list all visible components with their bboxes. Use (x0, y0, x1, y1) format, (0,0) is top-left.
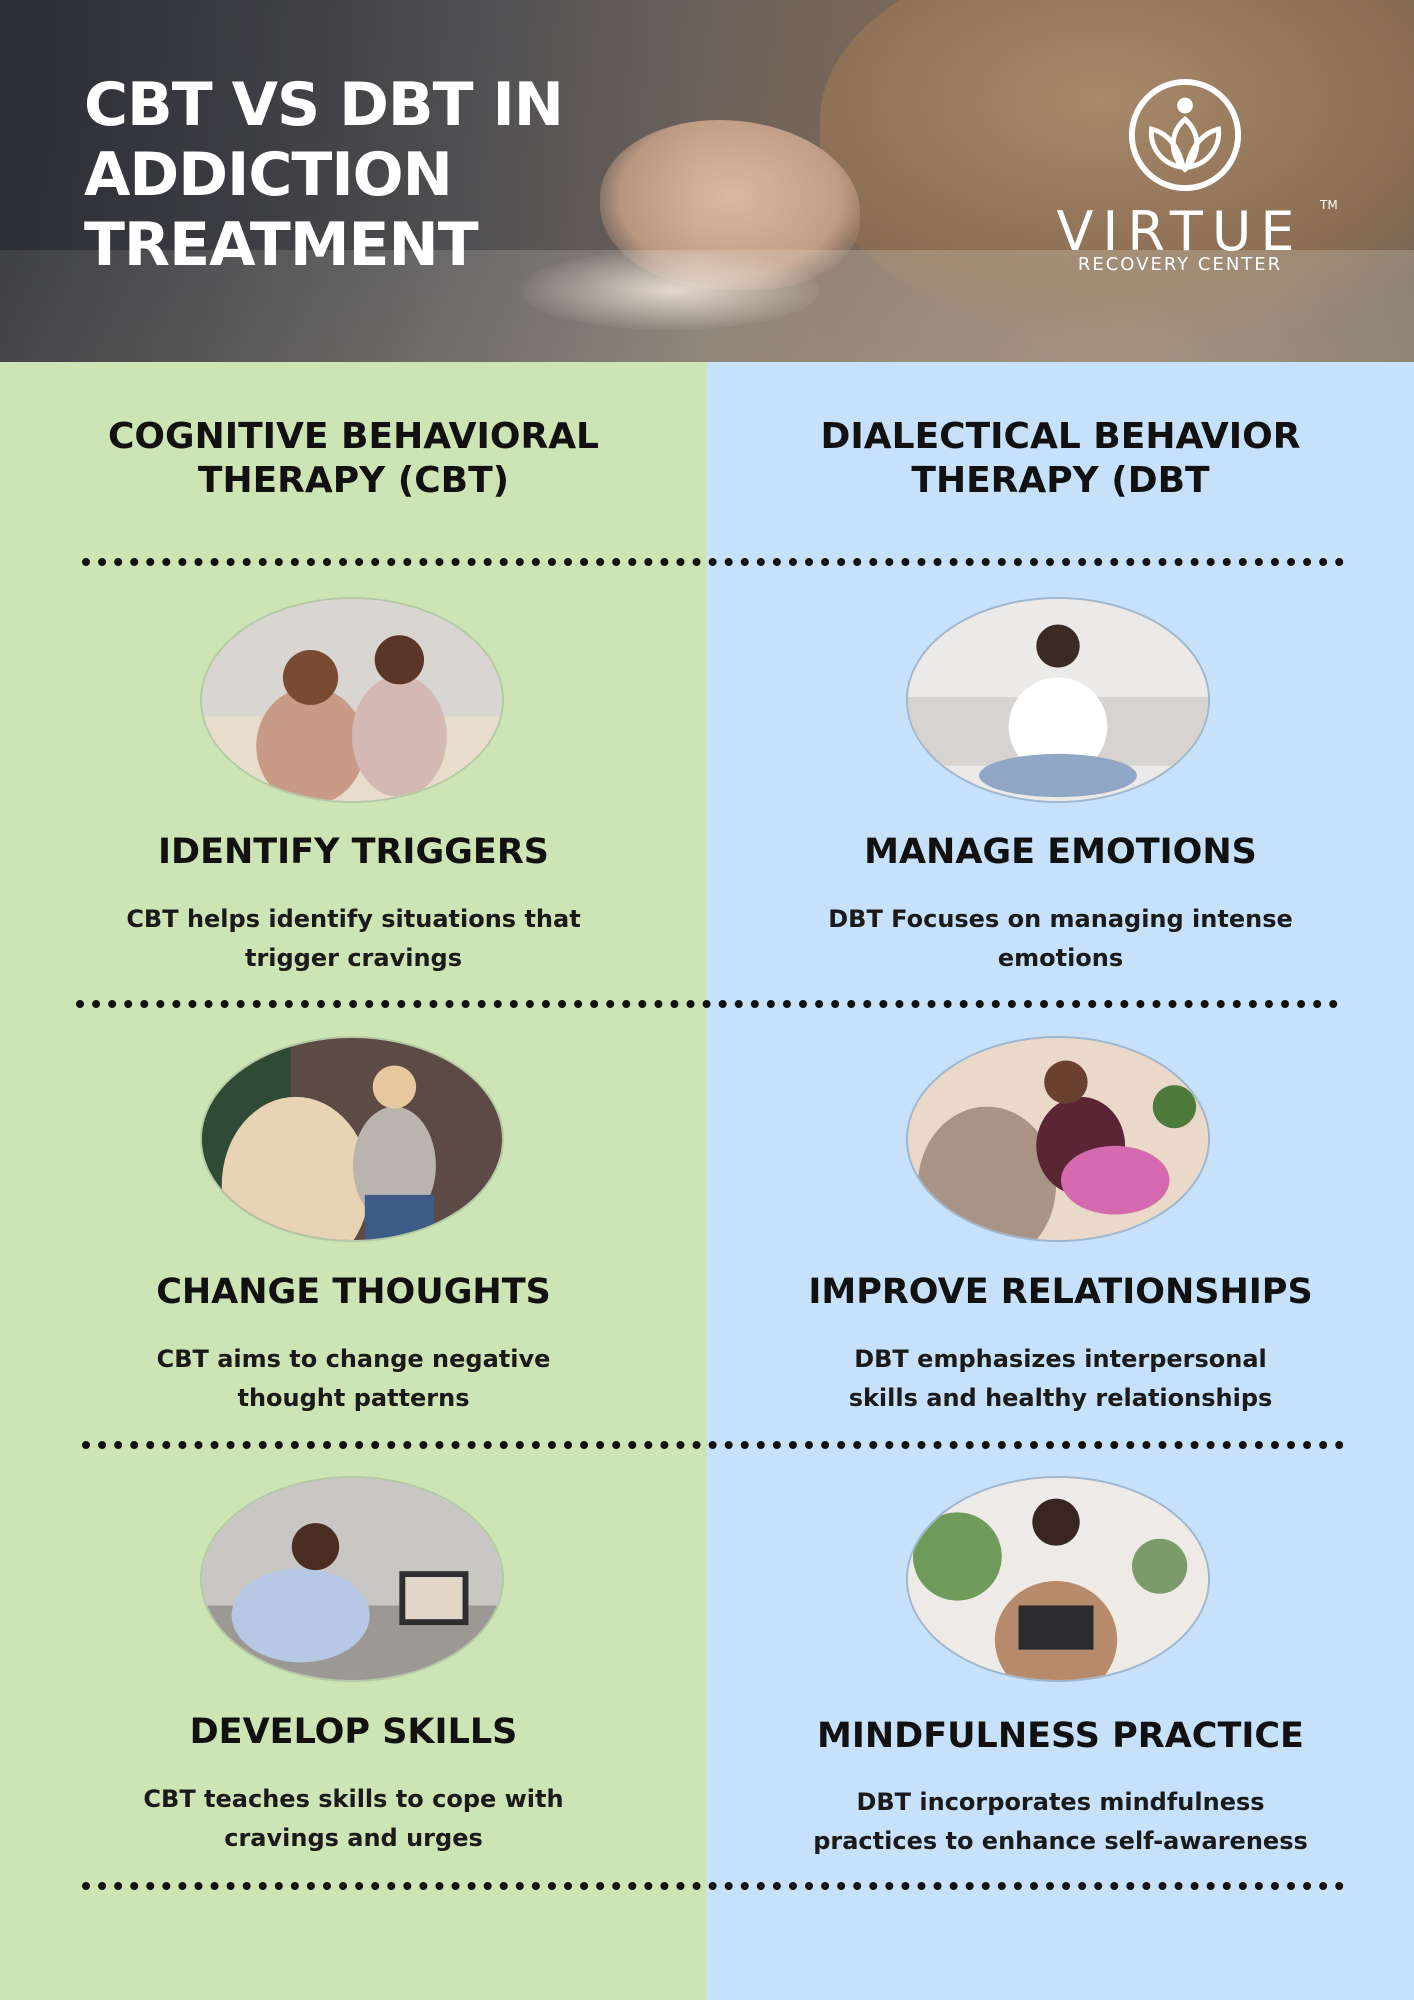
brand-subtitle: RECOVERY CENTER (1077, 254, 1283, 275)
cbt-heading-line-2: THERAPY (CBT) (197, 460, 510, 501)
cbt-item-3-desc-line-2: cravings and urges (224, 1824, 483, 1852)
cbt-item-1-desc-line-1: CBT helps identify situations that (126, 905, 581, 933)
online-therapy-photo (200, 1476, 504, 1682)
header-banner: CBT VS DBT IN ADDICTION TREATMENT VIRTUE… (0, 0, 1414, 362)
brand-name: VIRTUE (1056, 200, 1304, 263)
dbt-item-3-description: DBT incorporates mindfulness practices t… (707, 1783, 1414, 1861)
page-title: CBT VS DBT IN ADDICTION TREATMENT (84, 70, 644, 280)
embrace-photo (906, 1036, 1210, 1242)
dotted-divider (82, 1882, 1344, 1890)
header-shade (0, 0, 700, 362)
dotted-divider (76, 1000, 1338, 1008)
title-line-2: ADDICTION (84, 140, 453, 210)
dotted-divider (82, 558, 1344, 566)
dbt-heading-line-1: DIALECTICAL BEHAVIOR (820, 416, 1301, 457)
meditation-photo (906, 597, 1210, 803)
cbt-item-2-description: CBT aims to change negative thought patt… (0, 1340, 707, 1418)
title-line-1: CBT VS DBT IN (84, 70, 564, 140)
cbt-item-3-description: CBT teaches skills to cope with cravings… (0, 1780, 707, 1858)
counseling-session-photo (200, 597, 504, 803)
dbt-heading: DIALECTICAL BEHAVIOR THERAPY (DBT (707, 415, 1414, 503)
dbt-heading-line-2: THERAPY (DBT (911, 460, 1210, 501)
brand-trademark: TM (1320, 198, 1338, 212)
cbt-item-1-description: CBT helps identify situations that trigg… (0, 900, 707, 978)
cbt-item-3-desc-line-1: CBT teaches skills to cope with (143, 1785, 564, 1813)
header-photo-sweater (820, 0, 1414, 340)
dbt-item-3-desc-line-2: practices to enhance self-awareness (813, 1827, 1308, 1855)
dbt-item-3-desc-line-1: DBT incorporates mindfulness (856, 1788, 1265, 1816)
dbt-item-1-title: MANAGE EMOTIONS (864, 832, 1257, 872)
dbt-item-1-desc-line-2: emotions (997, 944, 1124, 972)
dotted-divider (82, 1441, 1344, 1449)
lotus-figure-icon (1128, 78, 1242, 192)
dbt-item-1-desc-line-1: DBT Focuses on managing intense (828, 905, 1293, 933)
cbt-heading-line-1: COGNITIVE BEHAVIORAL (108, 416, 599, 457)
dbt-item-3-title: MINDFULNESS PRACTICE (817, 1716, 1304, 1756)
dbt-item-2-desc-line-2: skills and healthy relationships (848, 1384, 1273, 1412)
brand-logo: VIRTUE TM RECOVERY CENTER (1030, 76, 1350, 276)
mindful-breathing-photo (906, 1476, 1210, 1682)
cbt-item-1-title: IDENTIFY TRIGGERS (158, 832, 549, 872)
cbt-item-3-title: DEVELOP SKILLS (189, 1712, 518, 1752)
therapist-meeting-photo (200, 1036, 504, 1242)
cbt-item-2-title: CHANGE THOUGHTS (156, 1272, 551, 1312)
title-line-3: TREATMENT (84, 210, 479, 280)
cbt-heading: COGNITIVE BEHAVIORAL THERAPY (CBT) (0, 415, 707, 503)
dbt-item-1-description: DBT Focuses on managing intense emotions (707, 900, 1414, 978)
cbt-item-1-desc-line-2: trigger cravings (244, 944, 463, 972)
cbt-item-2-desc-line-2: thought patterns (237, 1384, 470, 1412)
dbt-item-2-description: DBT emphasizes interpersonal skills and … (707, 1340, 1414, 1418)
cbt-item-2-desc-line-1: CBT aims to change negative (156, 1345, 551, 1373)
dbt-item-2-desc-line-1: DBT emphasizes interpersonal (854, 1345, 1267, 1373)
dbt-item-2-title: IMPROVE RELATIONSHIPS (808, 1272, 1313, 1312)
